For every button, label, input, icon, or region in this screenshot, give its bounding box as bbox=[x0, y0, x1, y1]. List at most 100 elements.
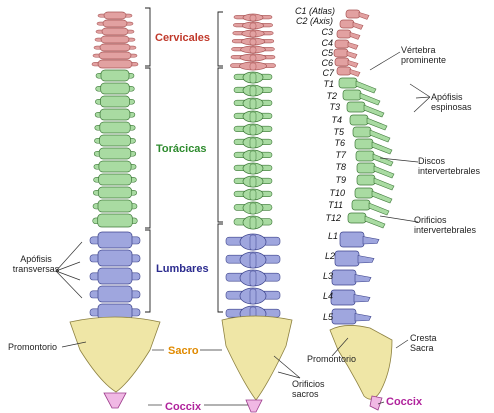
front-vertebra bbox=[90, 268, 140, 284]
side-vertebra bbox=[331, 290, 370, 305]
vertebral-body bbox=[357, 163, 375, 173]
vertebral-body bbox=[101, 83, 130, 94]
vertebral-body bbox=[98, 268, 132, 284]
spine-back-view bbox=[222, 14, 292, 412]
label-coccix: Coccix bbox=[164, 401, 202, 413]
vertebra-label: T4 bbox=[331, 115, 342, 125]
front-vertebra bbox=[96, 83, 135, 94]
vertebra-label: T2 bbox=[326, 91, 337, 101]
vertebral-body bbox=[340, 232, 364, 247]
spinous-process bbox=[250, 289, 256, 304]
front-vertebra bbox=[95, 96, 134, 107]
vertebral-body bbox=[340, 20, 354, 28]
spinous-process bbox=[353, 22, 363, 29]
spinous-process bbox=[374, 178, 394, 190]
vertebra-label: L2 bbox=[325, 251, 335, 261]
vertebra-label: T7 bbox=[335, 150, 346, 160]
spinous-process bbox=[365, 216, 385, 228]
vertebral-body bbox=[356, 151, 374, 161]
back-vertebra bbox=[234, 137, 272, 148]
vertebral-body bbox=[347, 102, 365, 112]
back-vertebra bbox=[234, 176, 272, 187]
label-apofisis-transversas: Apófisis transversas bbox=[3, 254, 69, 274]
back-vertebra bbox=[226, 270, 280, 286]
vertebral-body bbox=[99, 161, 131, 172]
vertebral-body bbox=[353, 127, 371, 137]
vertebral-body bbox=[339, 78, 357, 88]
label-cervicales: Cervicales bbox=[154, 32, 211, 44]
vertebra-label: L3 bbox=[323, 271, 333, 281]
front-vertebra bbox=[90, 250, 140, 266]
vertebral-body bbox=[355, 139, 373, 149]
spinous-process bbox=[355, 314, 371, 322]
back-vertebra bbox=[234, 189, 272, 200]
coccyx-front bbox=[104, 393, 126, 408]
vertebral-body bbox=[98, 214, 133, 227]
spinous-process bbox=[374, 166, 394, 178]
vertebral-body bbox=[334, 49, 348, 57]
vertebral-body bbox=[337, 30, 351, 38]
front-vertebra bbox=[95, 122, 135, 133]
side-vertebra bbox=[332, 270, 371, 285]
spinous-process bbox=[372, 142, 392, 154]
back-vertebra bbox=[234, 14, 272, 21]
front-vertebra bbox=[96, 28, 134, 35]
label-apofisis-espinosas: Apófisis espinosas bbox=[431, 92, 472, 112]
bracket-cervical-right bbox=[218, 12, 223, 66]
bracket-thoracic-left bbox=[145, 68, 150, 228]
vertebral-body bbox=[98, 232, 132, 248]
side-vertebra bbox=[340, 20, 363, 29]
spinous-process bbox=[348, 60, 358, 67]
side-vertebra bbox=[340, 232, 379, 247]
label-coccix-right: Coccix bbox=[385, 396, 423, 408]
label-promontorio-right: Promontorio bbox=[307, 354, 356, 364]
spinous-process bbox=[250, 31, 256, 37]
spinous-process bbox=[369, 203, 389, 215]
front-vertebra bbox=[93, 52, 137, 59]
side-vertebra bbox=[337, 67, 360, 76]
vertebra-label: T5 bbox=[333, 127, 344, 137]
vertebral-body bbox=[102, 28, 128, 35]
leader-apofisis-espinosas bbox=[414, 97, 430, 112]
label-promontorio-left: Promontorio bbox=[8, 342, 57, 352]
side-vertebra bbox=[337, 30, 360, 39]
sacrum-front bbox=[70, 317, 160, 392]
vertebral-body bbox=[332, 270, 356, 285]
vertebra-label: L4 bbox=[323, 291, 333, 301]
spinous-process bbox=[358, 256, 374, 264]
vertebra-label: T1 bbox=[323, 79, 334, 89]
back-vertebra bbox=[231, 54, 275, 61]
spinous-process bbox=[372, 191, 392, 203]
vertebral-body bbox=[100, 109, 130, 120]
side-vertebra bbox=[332, 309, 371, 324]
leader-apofisis-espinosas bbox=[410, 84, 430, 97]
vertebra-label: T10 bbox=[329, 188, 345, 198]
side-vertebra bbox=[346, 10, 369, 19]
spinous-process bbox=[250, 23, 256, 29]
spinous-process bbox=[250, 125, 256, 135]
spinous-process bbox=[348, 42, 358, 49]
spinous-process bbox=[350, 32, 360, 39]
label-orificios-sacros: Orificios sacros bbox=[292, 379, 325, 399]
spinous-process bbox=[250, 86, 256, 96]
spinous-process bbox=[250, 112, 256, 122]
front-vertebra bbox=[94, 148, 136, 159]
spinous-process bbox=[373, 154, 393, 166]
spinous-process bbox=[350, 69, 360, 76]
vertebral-body bbox=[331, 290, 355, 305]
back-vertebra bbox=[233, 22, 272, 29]
vertebral-body bbox=[98, 286, 132, 302]
vertebral-body bbox=[98, 200, 132, 212]
leader-apofisis bbox=[56, 271, 82, 298]
spinous-process bbox=[250, 177, 256, 187]
vertebral-body bbox=[352, 200, 370, 210]
vertebra-label: L5 bbox=[323, 312, 333, 322]
back-vertebra bbox=[234, 98, 272, 109]
coccyx-back bbox=[246, 400, 262, 412]
front-vertebra bbox=[94, 161, 136, 172]
leader-vertebra-prominente bbox=[370, 52, 400, 70]
vertebral-body bbox=[98, 187, 131, 198]
vertebral-body bbox=[99, 52, 131, 59]
front-vertebra bbox=[94, 44, 136, 51]
spinous-process bbox=[250, 99, 256, 109]
